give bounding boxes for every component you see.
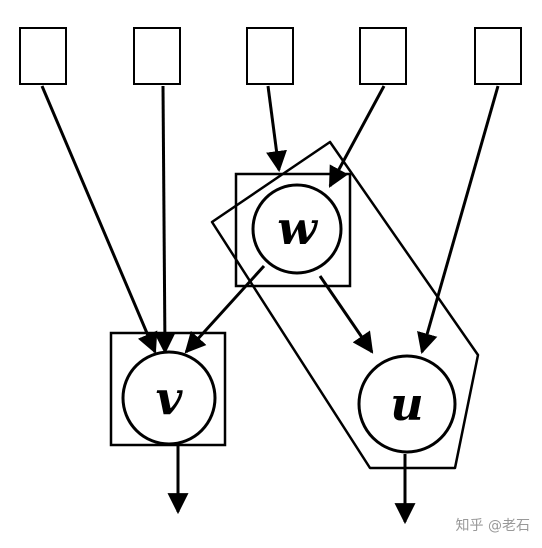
edges bbox=[40, 85, 500, 525]
node-u-circle bbox=[357, 354, 457, 454]
node-w-label: w bbox=[277, 201, 318, 255]
w-u-cluster-outline bbox=[210, 140, 480, 470]
input-box-2 bbox=[133, 27, 181, 85]
input-box-4 bbox=[359, 27, 407, 85]
edge-w-to-v bbox=[184, 264, 266, 354]
input-box-3 bbox=[246, 27, 294, 85]
edge-input5-to-u bbox=[417, 85, 500, 355]
input-boxes bbox=[19, 27, 522, 85]
edge-input1-to-v bbox=[40, 85, 158, 354]
edge-input4-to-w bbox=[328, 85, 386, 188]
w-frame bbox=[234, 172, 352, 288]
node-u: u bbox=[357, 354, 457, 454]
edge-w-to-u bbox=[318, 275, 374, 354]
input-box-5 bbox=[474, 27, 522, 85]
node-w: w bbox=[251, 183, 343, 275]
node-v: v bbox=[121, 350, 217, 446]
input-box-1 bbox=[19, 27, 67, 85]
edge-input2-to-v bbox=[154, 85, 176, 355]
watermark: 知乎 @老石 bbox=[456, 517, 530, 534]
node-w-circle bbox=[251, 183, 343, 275]
edge-input3-to-w bbox=[266, 85, 287, 173]
node-u-label: u bbox=[390, 377, 423, 431]
node-v-circle bbox=[121, 350, 217, 446]
node-v-label: v bbox=[156, 371, 184, 425]
